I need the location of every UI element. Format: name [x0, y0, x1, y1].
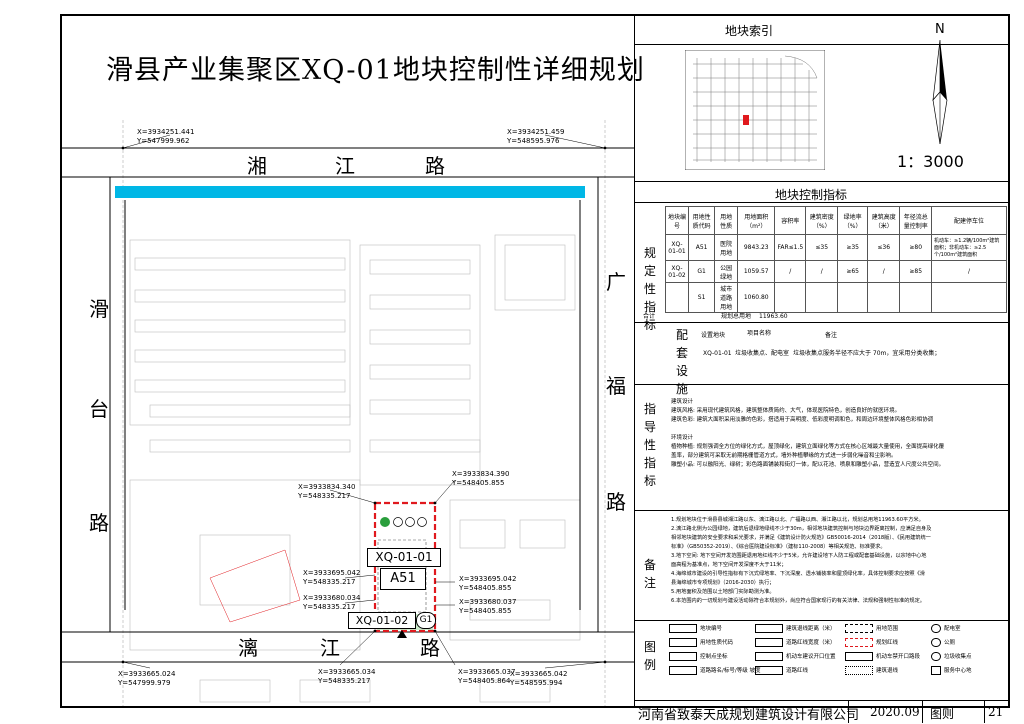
road-north-char-3: 路	[425, 154, 445, 178]
north-arrow-icon	[932, 40, 948, 145]
neighbor-outline	[209, 549, 301, 623]
fac-header-2: 项目名称	[747, 330, 772, 337]
notes-text: 1.规划地块位于滑县县城湘江路以东、漓江路以北、广福路以西、湘江路以北，规划总用…	[671, 517, 932, 604]
page-title: 滑县产业集聚区XQ-01地块控制性详细规划	[106, 55, 645, 86]
fac-row-note: 垃圾收集点服务半径不应大于 70m，宜采用分类收集；	[793, 350, 941, 357]
fac-header-1: 设置地块	[701, 332, 726, 339]
side-regulatory: 规定性指标	[643, 246, 656, 332]
leader-lines	[122, 134, 606, 669]
total-label: 合计	[643, 313, 656, 320]
control-table: 地块编号用地性质代码用地性质用地面积（m²）容积率建筑密度（%）绿地率（%）建筑…	[665, 206, 1007, 313]
total-value: 11963.60	[759, 313, 788, 320]
fac-row-name: 垃圾收集点、配电室	[735, 350, 790, 357]
title-block: 河南省致泰天成规划建筑设计有限公司 2020.09 图则 21	[634, 700, 1008, 723]
toilet-icon	[393, 517, 403, 527]
map-frame	[60, 14, 1010, 708]
guide-text: 建筑设计建筑风格: 采用现代建筑风格，建筑整体质简约、大气，体现医院特色，创造良…	[671, 399, 945, 468]
road-north-char-1: 湘	[247, 154, 267, 178]
road-south-char-2: 江	[320, 636, 340, 660]
garbage-point-icon	[417, 517, 427, 527]
parcel-code-main: A51	[380, 568, 426, 590]
power-room-icon	[405, 517, 415, 527]
scale-label: 1：3000	[897, 152, 964, 171]
surrounding-blocks	[129, 234, 581, 703]
index-title: 地块索引	[725, 24, 774, 38]
side-guide: 指导性指标	[643, 402, 656, 488]
site-boundary	[373, 501, 437, 633]
road-south-char-1: 漓	[238, 636, 258, 660]
legend: 地块编号 建筑退线距离（米） 用地范围 配电室 用地性质代码 道路红线宽度（米）…	[669, 624, 1009, 680]
info-panel: 地块索引 N 1：3000 地块控制指标 规定性指标 地块编号用地性质代码用地性…	[634, 16, 1009, 706]
map-grid	[122, 120, 606, 706]
total-text: 规划总用地	[721, 313, 752, 320]
parcel-id-green: XQ-01-02	[348, 612, 416, 629]
side-legend: 图例	[643, 640, 656, 672]
north-letter: N	[935, 22, 945, 37]
sheet-label: 图则	[930, 707, 955, 721]
parcel-code-green: G1	[416, 612, 436, 629]
fac-row-plot: XQ-01-01	[703, 350, 732, 357]
road-east-char-1: 广	[606, 270, 626, 294]
date: 2020.09	[870, 705, 920, 719]
index-map	[685, 50, 825, 170]
road-west-char-3: 路	[89, 511, 109, 535]
ctrl-title: 地块控制指标	[775, 188, 848, 202]
road-lines	[62, 147, 634, 663]
site-map	[62, 120, 634, 706]
fac-header-3: 备注	[825, 332, 838, 339]
parcel-id-main: XQ-01-01	[367, 548, 441, 567]
entrance-marker-icon	[397, 630, 407, 638]
road-west-char-2: 台	[89, 397, 109, 421]
sheet-number: 21	[988, 705, 1004, 719]
side-facility: 配套设施	[675, 328, 688, 396]
side-notes: 备注	[643, 558, 656, 590]
road-east-char-2: 福	[606, 374, 626, 398]
road-south-char-3: 路	[420, 636, 440, 660]
company-name: 河南省致泰天成规划建筑设计有限公司	[638, 708, 860, 723]
road-west-char-1: 滑	[89, 297, 109, 321]
road-north-char-2: 江	[335, 154, 355, 178]
road-east-char-3: 路	[606, 490, 626, 514]
green-icon	[380, 517, 390, 527]
river	[115, 186, 585, 198]
